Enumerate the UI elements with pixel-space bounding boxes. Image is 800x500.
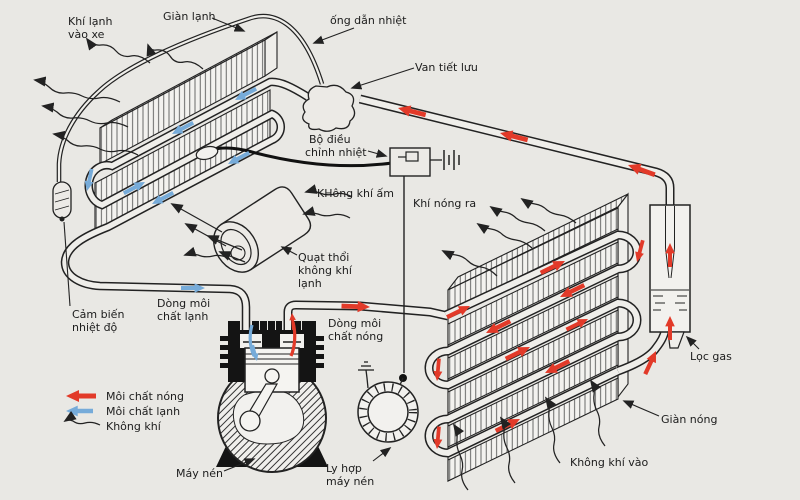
receiver-drier [649,204,691,349]
label-dong-nong-1: Dòng môi [328,317,381,330]
cold-air-arrow [41,102,129,128]
fan-air-arrow [218,251,246,263]
hot-air-out-arrow [520,197,577,224]
sensor-bulb [52,181,72,222]
label-khi-nong-ra: Khí nóng ra [413,197,476,210]
label-bo-dieu-2: chỉnh nhiệt [305,146,367,159]
air-in-arrow [589,379,606,447]
label-khong-khi-am: KHông khí ấm [317,187,394,200]
thermostat [195,145,460,389]
cold-air-arrow [33,76,121,103]
label-cam-bien-2: nhiệt độ [72,321,118,334]
evaporator-coil [60,77,311,336]
label-gian-lanh: Giàn lạnh [163,10,216,23]
battery-symbol [443,150,460,170]
air-arrows [33,37,606,491]
expansion-valve [302,84,356,132]
label-khi-lanh-vao-xe-2: vào xe [68,28,105,41]
hot-air-out-arrow [476,222,533,249]
label-may-nen: Máy nén [176,467,223,480]
clutch [357,381,419,443]
label-khi-lanh-vao-xe: Khí lạnh [68,15,113,28]
legend-air-arrow [63,410,101,426]
label-bo-dieu-1: Bộ điều [309,133,351,146]
label-loc-gas: Lọc gas [690,350,732,363]
air-in-arrow [544,396,561,464]
legend-hot: Môi chất nóng [106,390,184,403]
label-van-tiet-luu: Van tiết lưu [415,61,478,74]
label-dong-lanh-2: chất lạnh [157,310,208,323]
cold-air-arrow [85,37,151,64]
pipes [56,13,675,376]
labels: Khí lạnh vào xe Giàn lạnh ống dẫn nhiệt … [68,10,732,488]
label-dong-nong-2: chất nóng [328,330,383,343]
ground-symbol [358,361,374,389]
thermostat-box [389,147,431,177]
warm-air-arrow [302,206,351,219]
hot-air-out-arrow [489,205,546,232]
bulb-end [59,216,65,222]
refrigerant-arrows [66,84,675,450]
fan-air-arrow [206,235,243,251]
discharge-line [283,300,449,336]
compressor [216,321,328,473]
label-ly-hop-1: Ly hợp [326,462,362,475]
label-cam-bien-1: Cảm biến [72,308,124,321]
sensor-wire [207,146,393,168]
label-gian-nong: Giàn nóng [661,413,717,426]
legend-air: Không khí [106,420,162,433]
label-dong-lanh-1: Dòng môi [157,297,210,310]
label-quat-1: Quạt thổi [298,251,349,264]
condenser [447,192,629,482]
label-quat-2: không khí [298,264,353,277]
crank-disc [239,410,261,432]
label-ong-dan-nhiet: ống dẫn nhiệt [330,14,407,27]
hot-air-out-arrow [441,250,498,277]
condenser-coil [424,230,642,458]
label-quat-3: lạnh [298,277,322,290]
legend-cold: Môi chất lạnh [106,405,180,418]
cold-air-arrow [52,130,139,156]
leader-lines [63,17,700,472]
fan-air-arrow [170,203,223,233]
label-ly-hop-2: máy nén [326,475,374,488]
condenser-exit-pipe [616,329,670,376]
air-in-arrow [452,423,469,491]
warm-air-arrow [304,184,353,198]
label-khong-khi-vao: Không khí vào [570,456,649,469]
air-in-arrow [499,416,516,484]
liquid-line [358,94,675,206]
cold-air-arrow [146,43,204,70]
